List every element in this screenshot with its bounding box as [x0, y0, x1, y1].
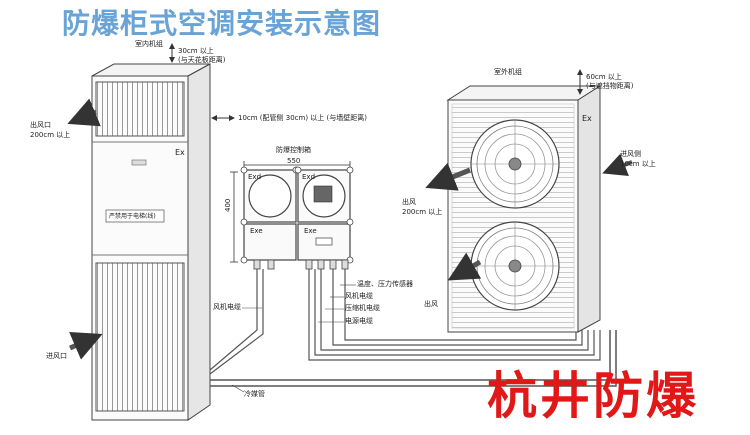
indoor-outlet-grille [95, 81, 185, 137]
outdoor-outlet-distance: 200cm 以上 [402, 208, 443, 216]
outdoor-fan-upper [470, 119, 560, 209]
cables [209, 269, 617, 387]
control-box-exd-left: Exd [248, 173, 262, 181]
page-title: 防爆柜式空调安装示意图 [62, 7, 382, 40]
indoor-ex-mark: Ex [175, 148, 185, 157]
indoor-inlet-label: 进风口 [46, 352, 67, 360]
cable-power-label: 电源电缆 [345, 317, 373, 325]
control-box-width: 550 [287, 157, 301, 165]
control-box-label: 防爆控制箱 [276, 146, 311, 154]
indoor-top-clearance-note: (与天花板距离) [178, 56, 226, 64]
indoor-unit [91, 63, 211, 421]
outdoor-ex-mark: Ex [582, 114, 592, 123]
indoor-outlet-label: 出风口 [30, 121, 51, 129]
cable-compressor-label: 压缩机电缆 [345, 304, 380, 312]
indoor-panel-plate [105, 209, 165, 223]
control-box-height: 400 [224, 198, 232, 212]
indoor-intake-grille [95, 262, 185, 412]
outdoor-inlet-side-label: 进风侧 [620, 150, 641, 158]
cable-temp-pressure-label: 温度、压力传感器 [357, 280, 413, 288]
control-box-exe-right: Exe [304, 227, 317, 235]
indoor-panel-label: 严禁用于电梯(线) [109, 213, 156, 220]
outdoor-top-clearance-note: (与遮挡物距离) [586, 82, 634, 90]
outdoor-top-clearance: 60cm 以上 [586, 73, 622, 81]
outdoor-unit [446, 85, 602, 333]
outdoor-inlet-distance: 10cm 以上 [620, 160, 656, 168]
control-box-exe-left: Exe [250, 227, 263, 235]
cable-fan-left-label: 风机电缆 [213, 303, 241, 311]
control-box [230, 161, 354, 270]
indoor-top-clearance: 30cm 以上 [178, 47, 214, 55]
outdoor-outlet-lower-label: 出风 [424, 300, 438, 308]
outdoor-fan-lower [470, 221, 560, 311]
indoor-unit-label: 室内机组 [135, 40, 163, 48]
outdoor-outlet-label: 出风 [402, 198, 416, 206]
brand-watermark: 杭井防爆 [487, 367, 699, 425]
refrigerant-pipe-label: 冷媒管 [244, 390, 265, 398]
outdoor-unit-label: 室外机组 [494, 68, 522, 76]
side-clearance-label: 10cm (配管侧 30cm) 以上 (与墙壁距离) [238, 114, 367, 122]
indoor-outlet-distance: 200cm 以上 [30, 131, 71, 139]
cable-fan-label: 风机电缆 [345, 292, 373, 300]
control-box-exd-right: Exd [302, 173, 316, 181]
